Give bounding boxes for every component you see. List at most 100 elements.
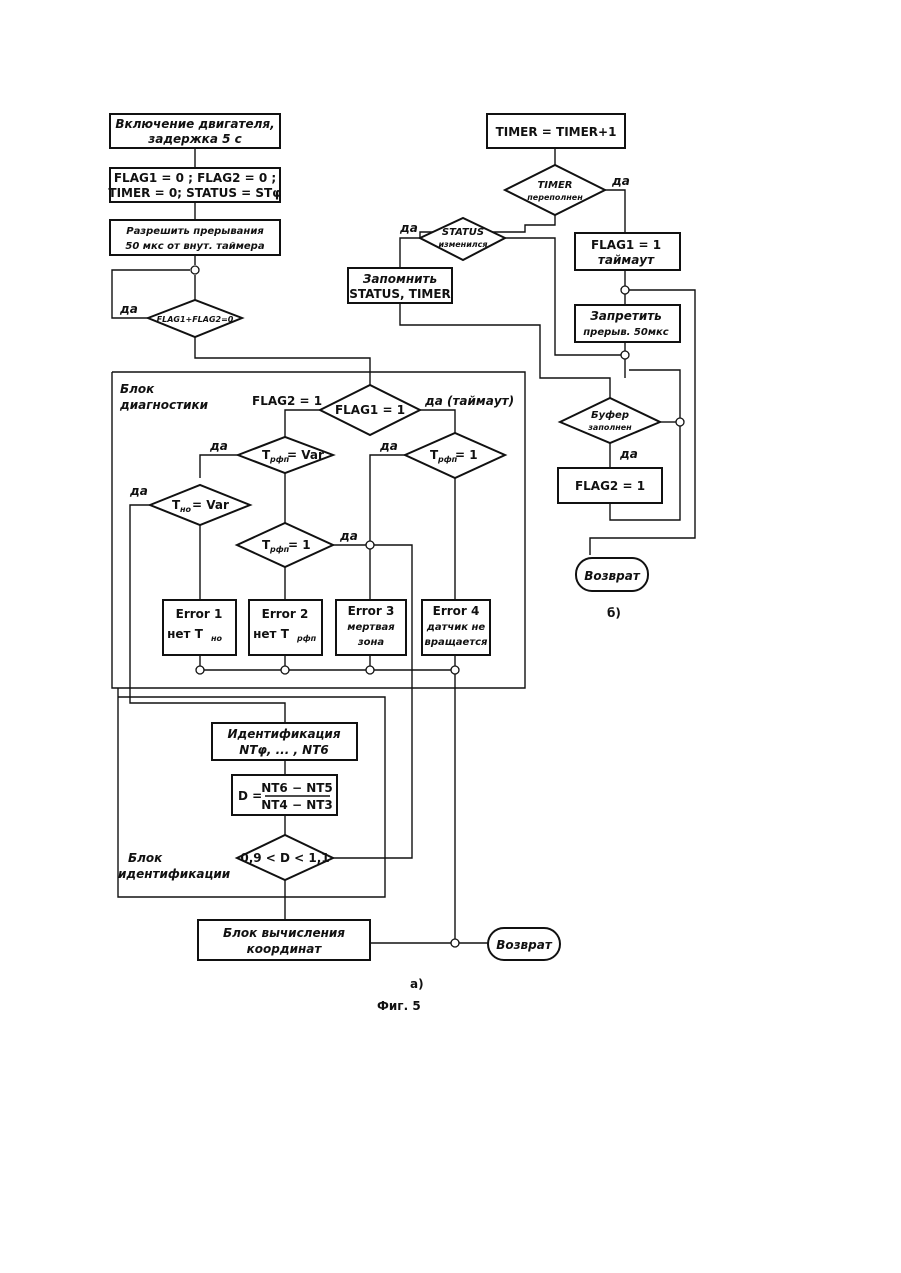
trfp-var-rest: = Var [287, 448, 324, 462]
error4-line-3: вращается [425, 637, 489, 648]
node-cond-range: 0,9 < D < 1,1 [237, 835, 333, 880]
yes-label: да [611, 174, 630, 188]
junction-dot [196, 666, 204, 674]
node-store-status: Запомнить STATUS, TIMER [348, 268, 452, 303]
timer-inc-text: TIMER = TIMER+1 [496, 125, 617, 139]
trfp-1-rest: = 1 [288, 538, 311, 552]
flag1-timeout-line-1: FLAG1 = 1 [591, 238, 661, 252]
node-cond-buffer: Буфер заполнен [560, 398, 660, 443]
store-line-1: Запомнить [363, 272, 437, 286]
node-error-4: Error 4 датчик не вращается [422, 600, 490, 655]
cond-status-line-1: STATUS [442, 227, 484, 238]
cond-flags-text: FLAG1+FLAG2=0 [157, 315, 234, 324]
yes-label: да [619, 447, 638, 461]
node-error-1: Error 1 нет T но [163, 600, 236, 655]
node-return-left: Возврат [488, 928, 560, 960]
node-cond-tno-var: T но = Var [150, 485, 250, 525]
yes-label: да [399, 221, 418, 235]
error1-sub: но [211, 634, 223, 643]
block-diag-line-1: Блок [120, 382, 155, 396]
junction-dot [621, 286, 629, 294]
junction-dot [451, 666, 459, 674]
tno-var-rest: = Var [192, 498, 229, 512]
error1-title: Error 1 [176, 607, 223, 621]
calc-line-1: Блок вычисления [223, 926, 345, 940]
error3-line-2: мертвая [347, 622, 395, 633]
formula-lhs: D = [238, 789, 262, 803]
flag2-set-text: FLAG2 = 1 [575, 479, 645, 493]
error4-line-1: Error 4 [433, 604, 480, 618]
yes-label: да [379, 439, 398, 453]
node-start: Включение двигателя, задержка 5 с [110, 114, 280, 148]
yes-label: да [119, 302, 138, 316]
node-enable-interrupts: Разрешить прерывания 50 мкс от внут. тай… [110, 220, 280, 255]
flag2-label: FLAG2 = 1 [252, 394, 322, 408]
block-diag-line-2: диагностики [119, 398, 209, 412]
ident-line-2: NTφ, ... , NT6 [239, 743, 329, 757]
error2-sub: рфп [296, 634, 317, 643]
junction-dot [676, 418, 684, 426]
calc-line-2: координат [247, 942, 323, 956]
node-flag1-timeout: FLAG1 = 1 таймаут [575, 233, 680, 270]
init-line-2: TIMER = 0; STATUS = STφ [108, 186, 281, 200]
flag1-timeout-line-2: таймаут [598, 253, 655, 267]
cond-status-line-2: изменился [438, 240, 487, 249]
node-timer-inc: TIMER = TIMER+1 [487, 114, 625, 148]
node-error-3: Error 3 мертвая зона [336, 600, 406, 655]
junction-dot [366, 666, 374, 674]
start-line-1: Включение двигателя, [115, 117, 274, 131]
node-cond-flags: FLAG1+FLAG2=0 [148, 300, 242, 337]
figure-caption: Фиг. 5 [377, 999, 421, 1013]
node-disable-int: Запретить прерыв. 50мкс [575, 305, 680, 342]
node-flag2-set: FLAG2 = 1 [558, 468, 662, 503]
tno-var-sub: но [180, 505, 192, 514]
node-cond-trfp-var: T рфп = Var [238, 437, 333, 473]
node-identification: Идентификация NTφ, ... , NT6 [212, 723, 357, 760]
junction-dot [621, 351, 629, 359]
node-cond-timer: TIMER переполнен [505, 165, 605, 215]
error1-line: нет T [167, 627, 204, 641]
cond-timer-line-2: переполнен [527, 193, 583, 202]
node-cond-flag1: FLAG1 = 1 [320, 385, 420, 435]
cond-buffer-line-2: заполнен [587, 423, 632, 432]
enable-int-line-2: 50 мкс от внут. таймера [125, 241, 264, 252]
cond-buffer-line-1: Буфер [591, 409, 629, 421]
trfp-1-sub: рфп [269, 545, 290, 554]
error2-title: Error 2 [262, 607, 309, 621]
block-ident-line-1: Блок [128, 851, 163, 865]
caption-a: а) [410, 977, 424, 991]
return-right-text: Возврат [584, 569, 641, 583]
node-cond-trfp-1b: T рфп = 1 [405, 433, 505, 478]
junction-dot [451, 939, 459, 947]
start-line-2: задержка 5 с [147, 132, 242, 146]
return-left-text: Возврат [496, 938, 553, 952]
ident-line-1: Идентификация [227, 727, 340, 741]
disable-int-line-2: прерыв. 50мкс [583, 327, 669, 338]
node-error-2: Error 2 нет T рфп [249, 600, 322, 655]
caption-b: б) [607, 606, 621, 620]
enable-int-line-1: Разрешить прерывания [126, 226, 264, 237]
cond-range-text: 0,9 < D < 1,1 [240, 851, 329, 865]
trfp-1b-rest: = 1 [455, 448, 478, 462]
node-cond-trfp-1: T рфп = 1 [237, 523, 333, 567]
cond-flag1-text: FLAG1 = 1 [335, 403, 405, 417]
yes-label: да [129, 484, 148, 498]
store-line-2: STATUS, TIMER [349, 287, 451, 301]
junction-dot [281, 666, 289, 674]
error4-line-2: датчик не [426, 622, 486, 633]
yes-timeout-label: да (таймаут) [424, 394, 514, 408]
error2-line: нет T [253, 627, 290, 641]
cond-timer-line-1: TIMER [537, 180, 572, 191]
junction-dot [366, 541, 374, 549]
node-formula: D = NT6 − NT5 NT4 − NT3 [232, 775, 337, 815]
formula-numerator: NT6 − NT5 [261, 781, 333, 795]
node-cond-status: STATUS изменился [420, 218, 505, 260]
node-init: FLAG1 = 0 ; FLAG2 = 0 ; TIMER = 0; STATU… [108, 168, 281, 202]
yes-label: да [339, 529, 358, 543]
node-calc-coords: Блок вычисления координат [198, 920, 370, 960]
error3-line-1: Error 3 [348, 604, 395, 618]
disable-int-line-1: Запретить [590, 309, 662, 323]
junction-dot [191, 266, 199, 274]
block-ident-line-2: идентификации [118, 867, 231, 881]
